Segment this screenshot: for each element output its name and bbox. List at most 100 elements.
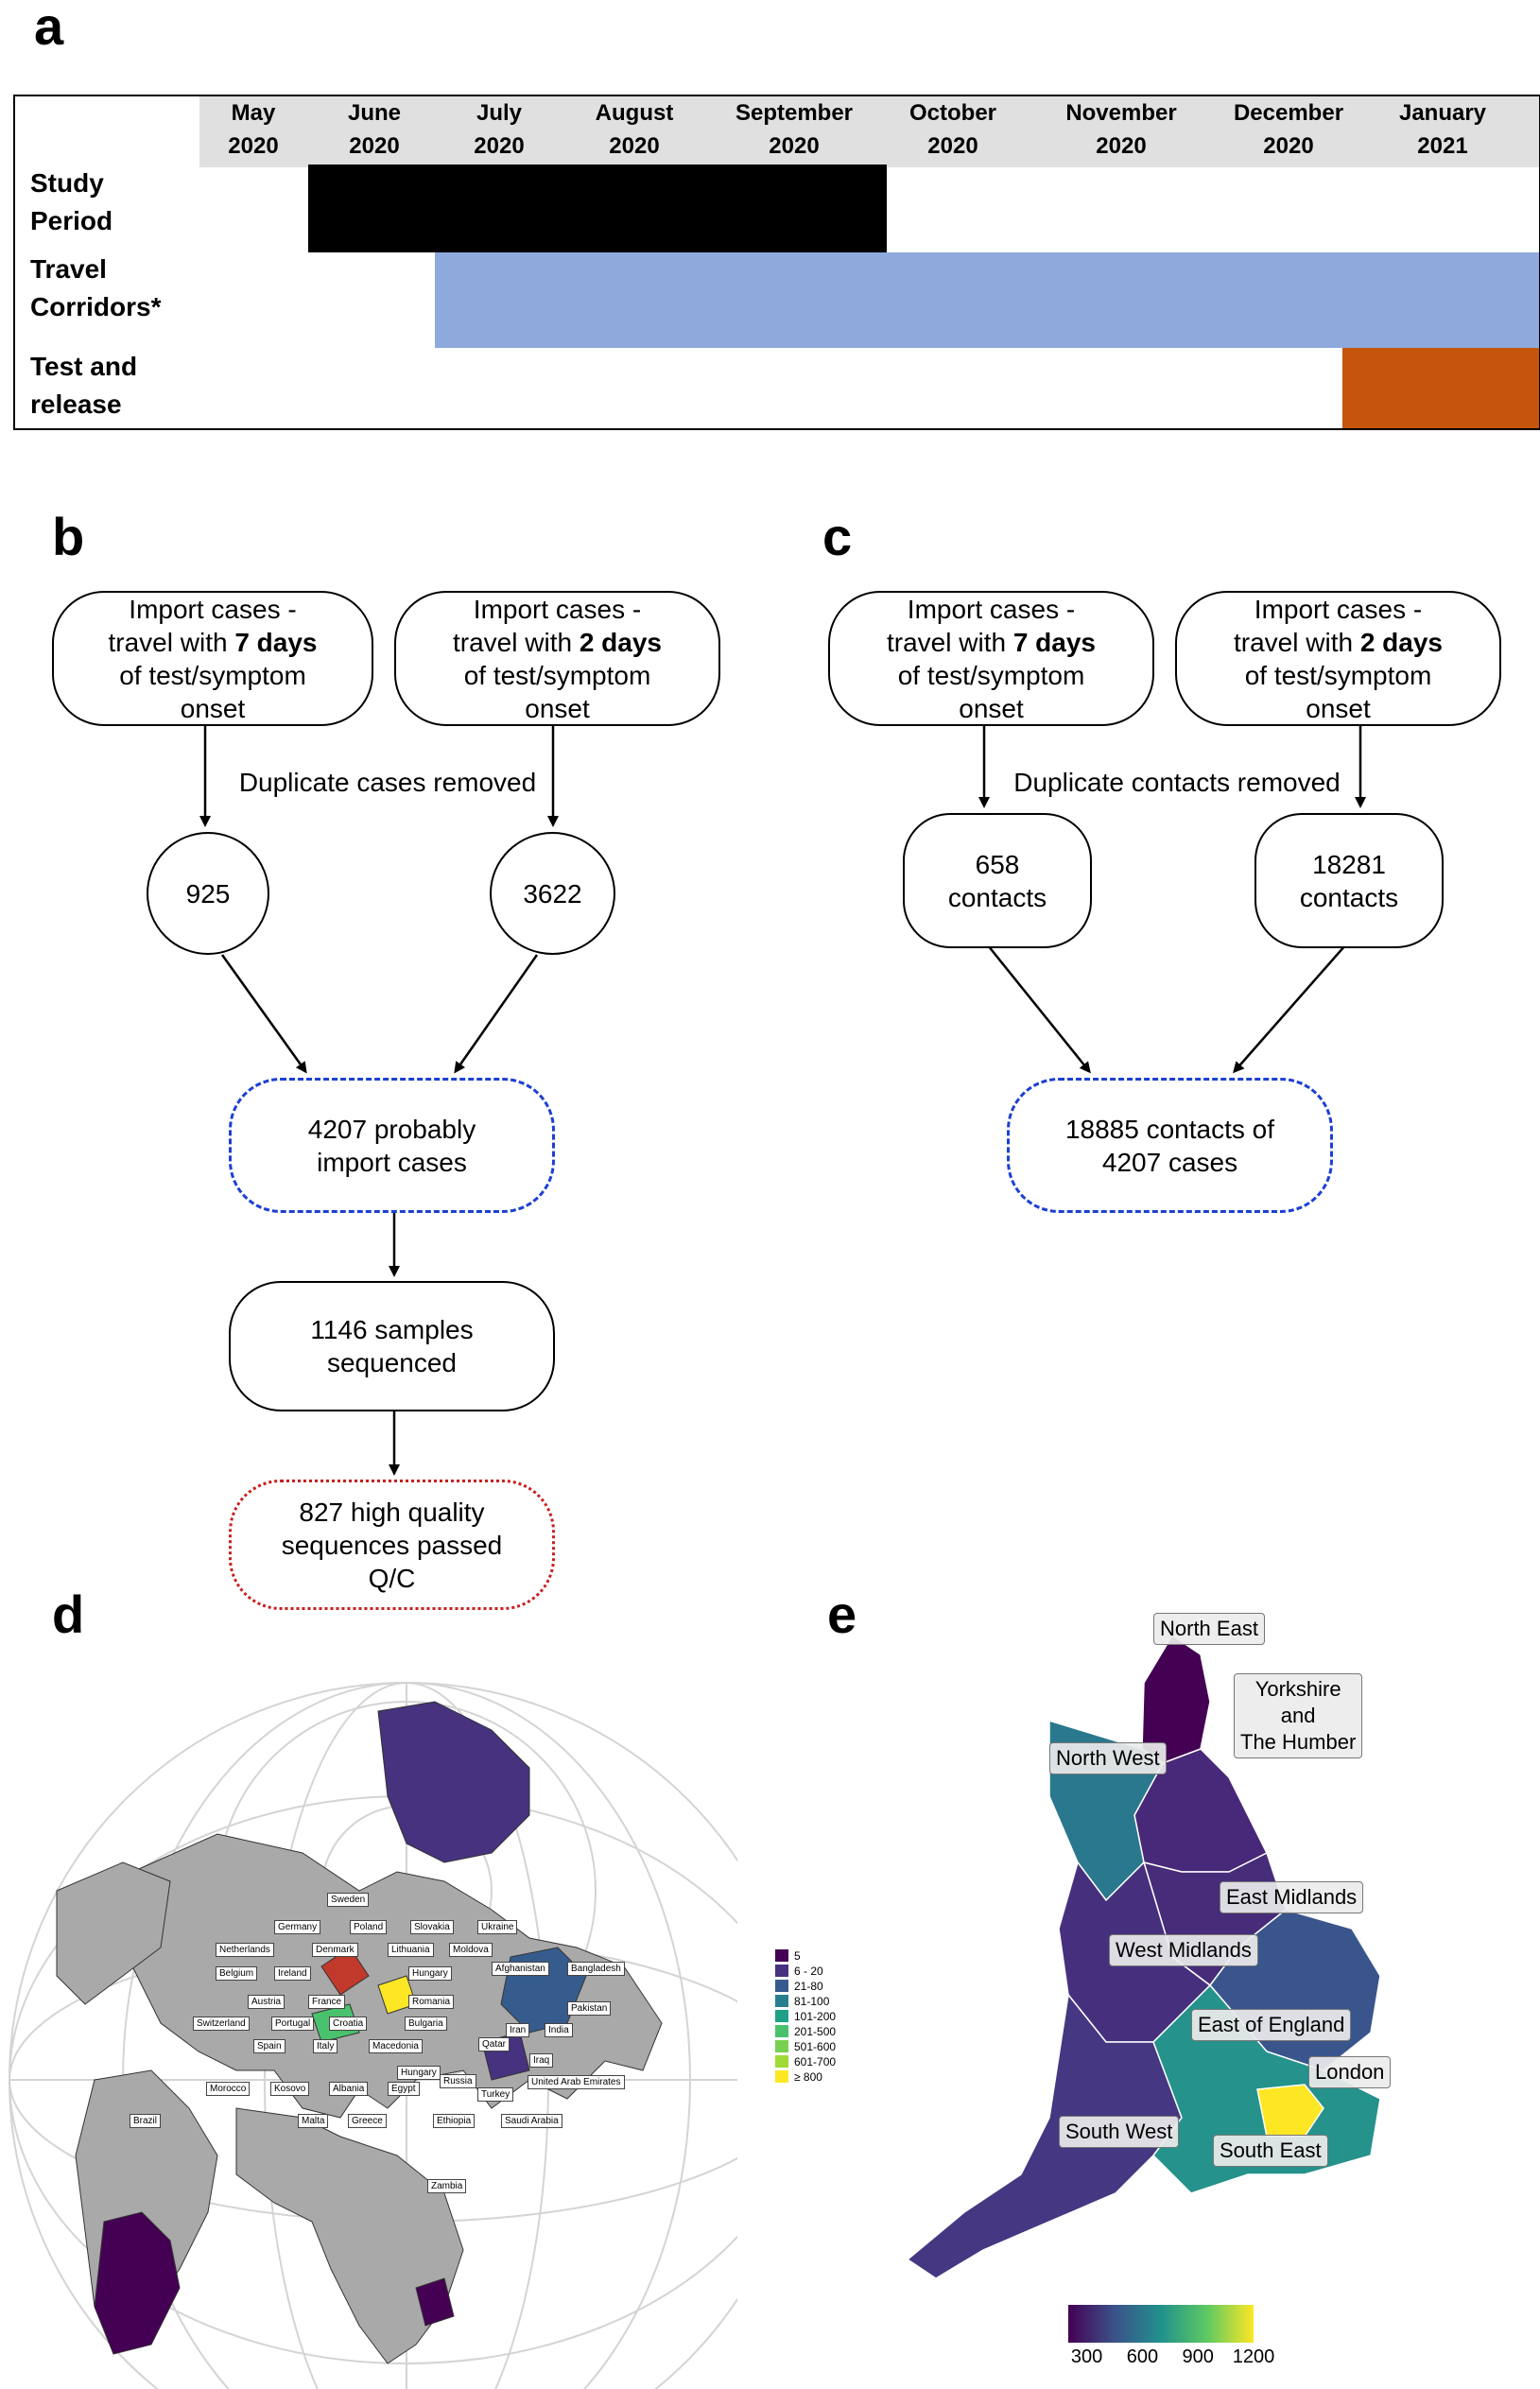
c-box-7-days: Import cases - travel with 7 days of tes… [828,591,1154,726]
legend-label: 5 [794,1949,801,1963]
country-label-austria: Austria [248,1995,286,2009]
country-label-zambia: Zambia [427,2179,467,2193]
legend-label: 81-100 [794,1995,830,2008]
arrow-c-658 [987,944,1091,1074]
country-label-bulgaria: Bulgaria [405,2017,447,2031]
b-duplicate-label: Duplicate cases removed [238,768,537,797]
region-label-west-midlands: West Midlands [1109,1934,1258,1966]
c-count-658: 658 contacts [903,813,1092,948]
region-label-london: London [1308,2056,1392,2088]
colorbar-tick-label: 600 [1126,2346,1159,2367]
timeline-header-band [199,96,1539,167]
country-label-croatia: Croatia [329,2017,368,2031]
country-label-romania: Romania [408,1995,455,2009]
legend-swatch [775,2070,788,2083]
bar-test-and-release [1342,348,1539,428]
country-label-ukraine: Ukraine [477,1920,518,1934]
flow-arrows [199,723,1366,1476]
legend-swatch [775,1949,788,1962]
legend-label: 501-600 [794,2040,837,2053]
colorbar-tick-label: 300 [1070,2346,1103,2367]
country-label-slovakia: Slovakia [410,1920,454,1934]
b-merged-import-cases: 4207 probably import cases [229,1078,555,1213]
region-label-north-east: North East [1153,1613,1265,1645]
country-label-macedonia: Macedonia [369,2039,423,2053]
map-landmass-greenland [56,1861,171,2005]
country-label-morocco: Morocco [206,2082,251,2096]
country-label-qatar: Qatar [478,2037,510,2051]
legend-label: 21-80 [794,1980,823,1993]
country-label-spain: Spain [253,2039,286,2053]
map-country-russia [377,1701,530,1863]
country-label-afghanistan: Afghanistan [492,1962,549,1976]
c-count-18281: 18281 contacts [1254,813,1444,948]
country-label-poland: Poland [350,1920,388,1934]
country-label-iran: Iran [506,2023,530,2037]
legend-label: 6 - 20 [794,1965,823,1978]
country-label-malta: Malta [298,2114,329,2128]
country-label-denmark: Denmark [312,1943,358,1957]
panel-label-e: e [827,1584,857,1644]
arrow-c-18281 [1233,944,1346,1074]
region-label-east-of-england: East of England [1191,2009,1352,2041]
b-samples-sequenced: 1146 samples sequenced [229,1281,555,1411]
country-label-italy: Italy [313,2039,338,2053]
country-label-ireland: Ireland [274,1966,311,1981]
b-count-3622: 3622 [490,832,615,955]
country-label-kosovo: Kosovo [270,2082,310,2096]
legend-swatch [775,1965,788,1977]
legend-swatch [775,1995,788,2007]
map-country-zambia [415,2277,455,2327]
legend-swatch [775,2025,788,2037]
country-label-hungary: Hungary [408,1966,452,1981]
region-london [1256,2084,1324,2138]
legend-swatch [775,2040,788,2052]
panel-label-b: b [52,507,85,566]
c-box-2-days: Import cases - travel with 2 days of tes… [1175,591,1501,726]
panel-label-c: c [822,507,853,566]
england-colorbar [1068,2305,1254,2343]
country-label-saudi-arabia: Saudi Arabia [501,2114,562,2128]
b-passed-qc: 827 high quality sequences passed Q/C [229,1480,555,1610]
arrow-b-3622 [454,954,539,1074]
legend-swatch [775,2055,788,2068]
arrow-b-925 [220,954,307,1074]
panel-label-a: a [34,0,64,56]
country-label-iraq: Iraq [529,2053,554,2068]
country-label-united-arab-emirates: United Arab Emirates [528,2075,625,2089]
map-landmass-africa [235,2107,464,2364]
c-merged-contacts: 18885 contacts of 4207 cases [1007,1078,1333,1213]
region-label-south-west: South West [1059,2116,1180,2148]
country-label-egypt: Egypt [388,2082,420,2096]
map-country-brazil [94,2211,181,2355]
country-label-ethiopia: Ethiopia [433,2114,476,2128]
country-label-turkey: Turkey [477,2087,514,2102]
region-label-south-east: South East [1213,2135,1328,2167]
b-box-7-days: Import cases - travel with 7 days of tes… [52,591,373,726]
country-label-pakistan: Pakistan [567,2001,612,2016]
world-map [9,1682,737,2389]
region-label-east-midlands: East Midlands [1220,1881,1364,1913]
country-label-france: France [308,1995,346,2009]
panel-label-d: d [52,1584,85,1644]
legend-swatch [775,1980,788,1992]
country-label-belgium: Belgium [216,1966,258,1981]
b-box-2-days: Import cases - travel with 2 days of tes… [394,591,720,726]
colorbar-tick-label: 900 [1182,2346,1214,2367]
region-label-yorkshire: Yorkshire and The Humber [1234,1673,1363,1758]
legend-label: 201-500 [794,2025,837,2038]
country-label-russia: Russia [440,2074,476,2088]
c-duplicate-label: Duplicate contacts removed [1013,768,1341,797]
